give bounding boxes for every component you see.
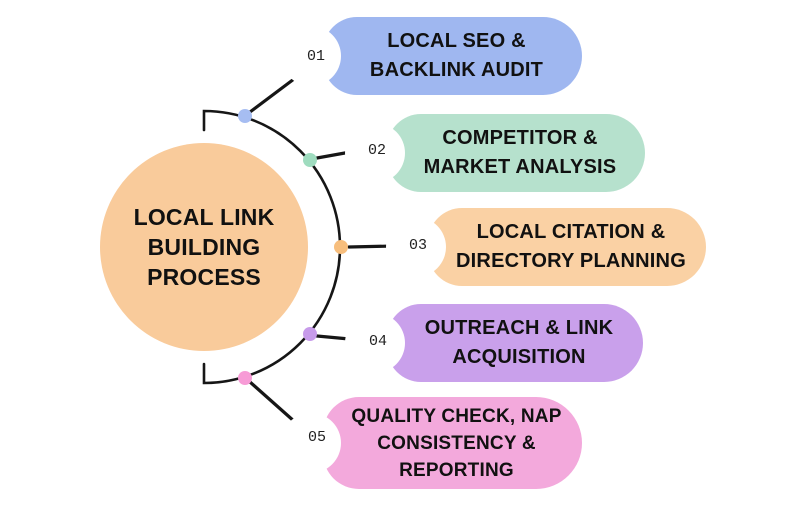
step-pill-2: COMPETITOR & MARKET ANALYSIS (387, 114, 645, 192)
step-number-5: 05 (307, 429, 326, 446)
center-title: LOCAL LINK BUILDING PROCESS (133, 204, 275, 290)
step-label-2: COMPETITOR & MARKET ANALYSIS (423, 127, 617, 178)
step-label-5: QUALITY CHECK, NAP CONSISTENCY & REPORTI… (351, 405, 562, 481)
step-number-1: 01 (306, 48, 325, 65)
step-dot-4 (303, 327, 317, 341)
step-number-2: 02 (367, 142, 386, 159)
step-dot-2 (303, 153, 317, 167)
step-pill-5: QUALITY CHECK, NAP CONSISTENCY & REPORTI… (323, 397, 582, 489)
step-dot-5 (238, 371, 252, 385)
step-dot-1 (238, 109, 252, 123)
step-label-1: LOCAL SEO & BACKLINK AUDIT (369, 30, 544, 81)
step-pill-4: OUTREACH & LINK ACQUISITION (387, 304, 643, 382)
step-dot-3 (334, 240, 348, 254)
step-number-3: 03 (408, 237, 427, 254)
step-pill-1: LOCAL SEO & BACKLINK AUDIT (323, 17, 582, 95)
step-label-3: LOCAL CITATION & DIRECTORY PLANNING (456, 221, 686, 272)
step-label-4: OUTREACH & LINK ACQUISITION (424, 317, 614, 368)
step-pill-3: LOCAL CITATION & DIRECTORY PLANNING (428, 208, 706, 286)
center-circle: LOCAL LINK BUILDING PROCESS (100, 143, 308, 351)
connector-line-5 (248, 380, 297, 424)
step-number-4: 04 (368, 333, 387, 350)
connector-line-1 (248, 74, 300, 114)
